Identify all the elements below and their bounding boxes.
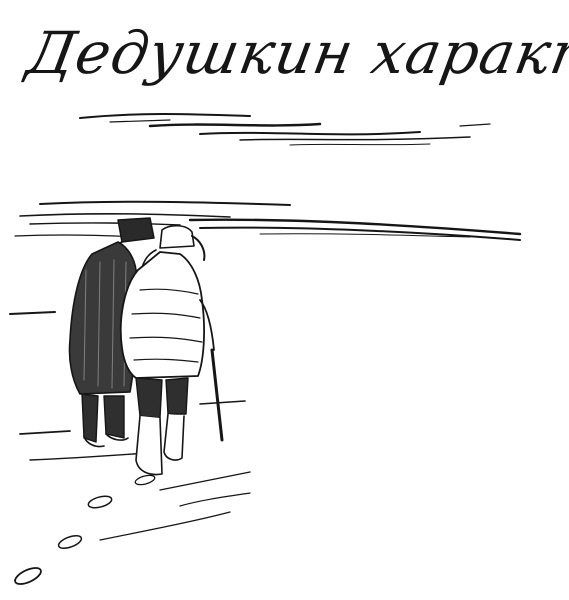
right-figure bbox=[119, 224, 224, 476]
left-figure bbox=[68, 217, 155, 448]
title-underline-strokes bbox=[79, 113, 491, 146]
two-old-men-illustration bbox=[9, 200, 522, 585]
